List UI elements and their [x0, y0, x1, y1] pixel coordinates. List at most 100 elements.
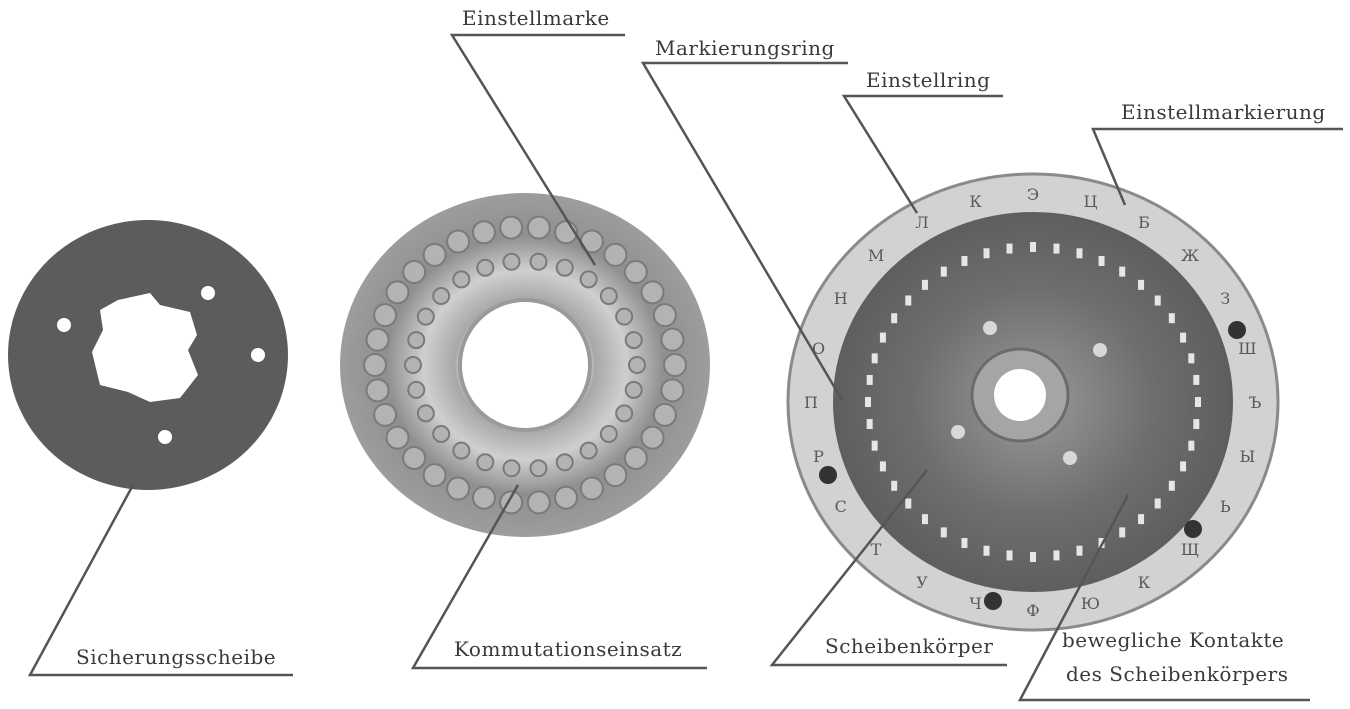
label-kommutationseinsatz: Kommutationseinsatz	[454, 637, 683, 661]
movable-contact	[891, 313, 898, 324]
movable-contact	[921, 279, 928, 290]
movable-contact	[1098, 256, 1105, 267]
washer-hole	[201, 286, 215, 300]
movable-contact	[1030, 242, 1036, 252]
leader-lines	[27, 33, 1343, 702]
commutation-contact	[526, 215, 551, 240]
commutation-contact	[385, 280, 410, 305]
movable-contact	[1053, 550, 1060, 561]
ring-letter: М	[868, 246, 884, 265]
movable-contact	[871, 353, 878, 364]
leader-einstellmarke	[449, 33, 625, 266]
movable-contact	[983, 248, 990, 259]
leader-scheibenkoerper	[769, 469, 1007, 667]
commutation-contact	[365, 378, 390, 403]
sicherungsscheibe-disc	[8, 220, 288, 490]
commutation-contact	[652, 402, 677, 427]
ring-letter: О	[812, 339, 825, 358]
label-einstellmarke: Einstellmarke	[462, 6, 610, 30]
leader-sicherungsscheibe	[27, 484, 293, 677]
commutation-contact	[529, 252, 548, 271]
commutation-contact	[599, 424, 618, 443]
ring-letter: Э	[1027, 185, 1039, 204]
label-markierungsring: Markierungsring	[655, 36, 835, 60]
washer-center-hole	[92, 293, 198, 402]
movable-contact	[1076, 545, 1083, 556]
commutation-contact	[452, 270, 471, 289]
commutation-contact	[476, 453, 495, 472]
label-bewegliche-kontakte-line2: des Scheibenkörpers	[1066, 662, 1289, 686]
movable-contacts	[865, 242, 1201, 562]
commutation-contact	[579, 441, 598, 460]
ring-letter: П	[804, 393, 818, 412]
commutation-contact	[416, 307, 435, 326]
ring-letter: Ь	[1220, 497, 1231, 516]
ring-letter: К	[969, 192, 982, 211]
commutation-contact	[385, 425, 410, 450]
ring-letter: У	[916, 573, 928, 592]
movable-contact	[891, 480, 898, 491]
commutation-contact	[623, 260, 648, 285]
ring-letter: Ш	[1238, 339, 1256, 358]
commutation-contact	[660, 327, 685, 352]
commutation-contact	[446, 229, 471, 254]
commutation-contact	[615, 307, 634, 326]
commutation-contacts	[363, 215, 687, 515]
commutation-contact	[640, 280, 665, 305]
label-bewegliche-kontakte: bewegliche Kontakte des Scheibenkörpers	[1062, 623, 1288, 691]
movable-contact	[1180, 332, 1187, 343]
commutation-contact	[452, 441, 471, 460]
movable-contact	[961, 537, 968, 548]
commutation-contact	[615, 404, 634, 423]
commutation-contact	[407, 380, 426, 399]
commutation-contact	[628, 356, 646, 374]
commutation-contact	[365, 327, 390, 352]
label-bewegliche-kontakte-line1: bewegliche Kontakte	[1062, 628, 1285, 652]
ring-letter: Щ	[1181, 540, 1199, 559]
leader-bewegliche-kontakte	[1017, 494, 1310, 702]
label-einstellmarkierung: Einstellmarkierung	[1121, 100, 1326, 124]
commutation-contact	[476, 258, 495, 277]
commutation-contact	[652, 303, 677, 328]
movable-contact	[1188, 353, 1195, 364]
commutation-contact	[624, 380, 643, 399]
movable-contact	[921, 514, 928, 525]
label-scheibenkoerper: Scheibenkörper	[825, 634, 994, 658]
commutation-contact	[660, 378, 685, 403]
movable-contact	[1154, 295, 1161, 306]
commutation-contact	[579, 270, 598, 289]
commutation-contact	[526, 490, 551, 515]
commutation-contact	[422, 463, 447, 488]
movable-contact	[1119, 527, 1126, 538]
rotor-center-hole	[994, 369, 1046, 421]
commutation-contact	[402, 445, 427, 470]
ring-letter: З	[1220, 289, 1230, 308]
commutation-contact	[599, 287, 618, 306]
commutation-contact	[402, 260, 427, 285]
kommutation-center-hole	[458, 298, 592, 432]
commutation-contact	[432, 424, 451, 443]
commutation-contact	[422, 242, 447, 267]
commutation-contact	[502, 459, 521, 478]
movable-contact	[1053, 243, 1060, 254]
movable-contact	[866, 374, 873, 385]
commutation-contact	[404, 356, 422, 374]
commutation-contact	[640, 425, 665, 450]
ring-letter: Ъ	[1249, 393, 1262, 412]
commutation-contact	[624, 331, 643, 350]
movable-contact	[1168, 313, 1175, 324]
movable-contact	[1193, 419, 1200, 430]
leader-kommutationseinsatz	[410, 484, 707, 670]
ring-letter: Р	[813, 447, 824, 466]
rotor-screw	[1063, 451, 1077, 465]
movable-contact	[1154, 498, 1161, 509]
movable-contact	[1168, 480, 1175, 491]
commutation-contact	[502, 252, 521, 271]
commutation-contact	[471, 485, 496, 510]
commutation-contact	[471, 220, 496, 245]
ring-letter: Ю	[1081, 594, 1100, 613]
label-einstellring: Einstellring	[866, 68, 991, 92]
movable-contact	[1119, 266, 1126, 277]
washer-hole	[57, 318, 71, 332]
